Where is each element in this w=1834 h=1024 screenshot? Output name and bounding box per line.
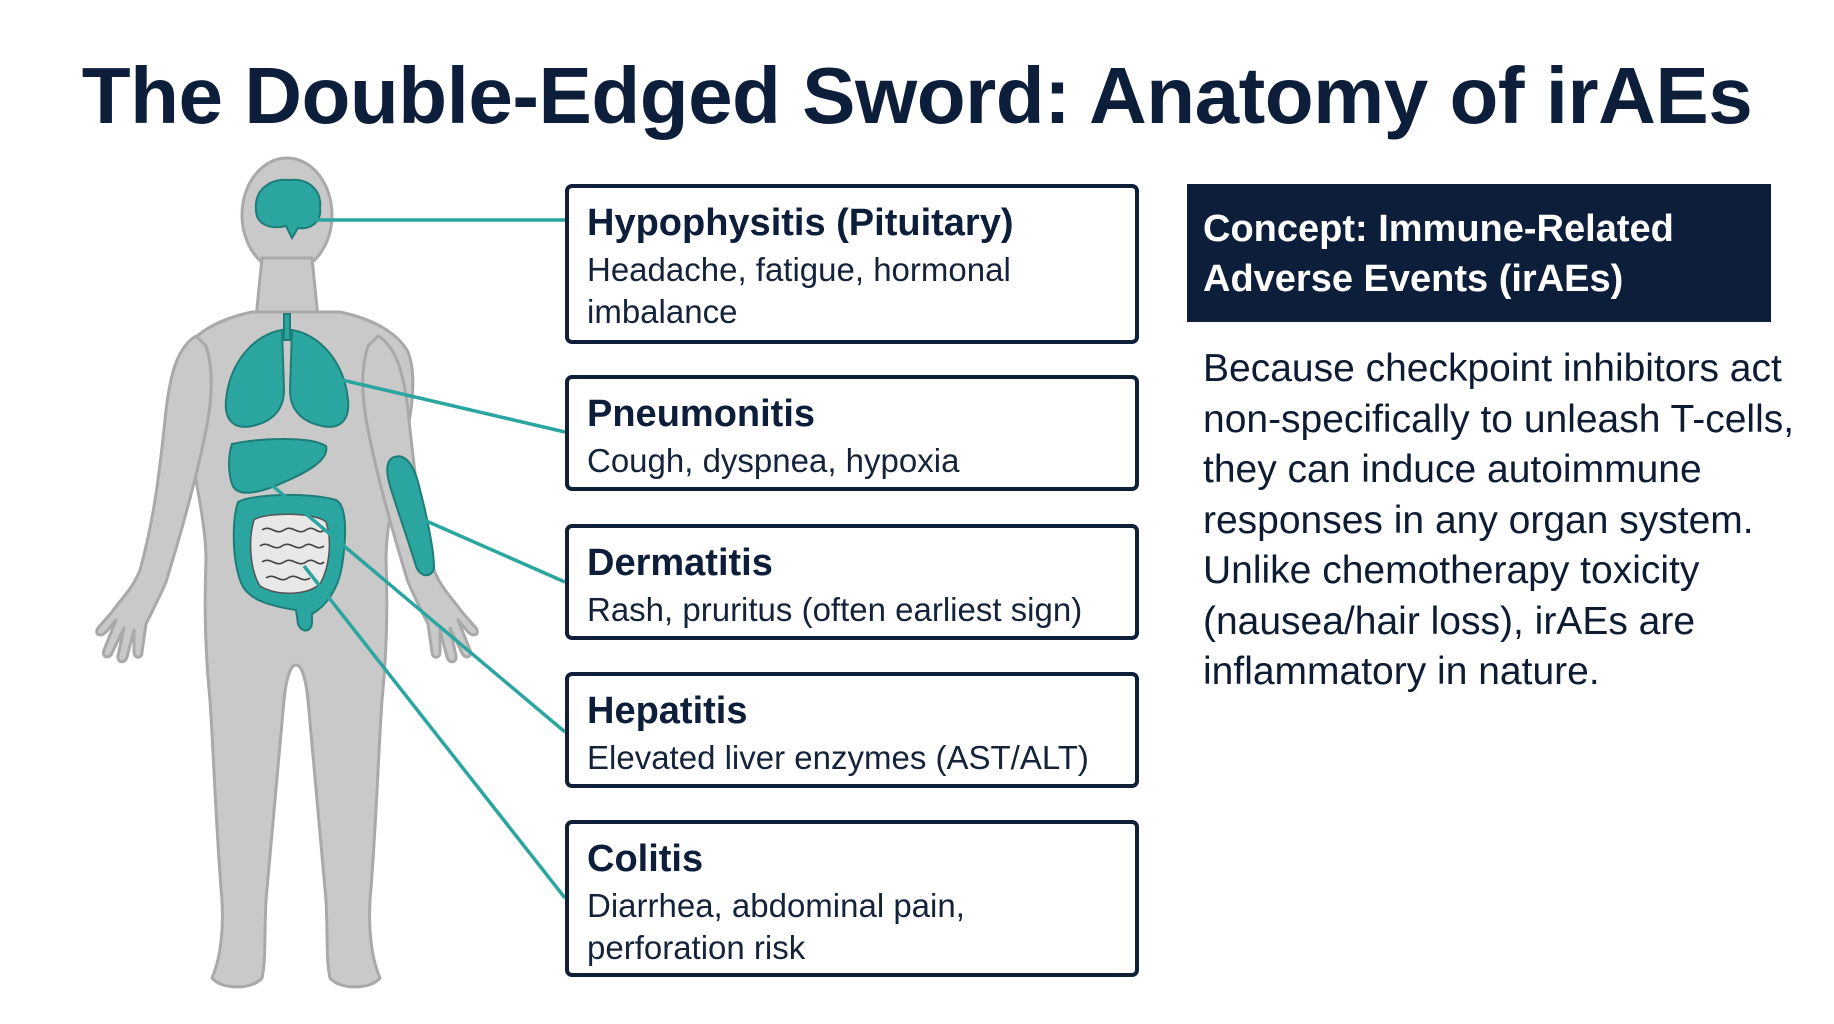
concept-text: Because checkpoint inhibitors act non-sp…: [1203, 344, 1803, 698]
organ-name: Dermatitis: [587, 542, 773, 584]
organ-name: Pneumonitis: [587, 393, 816, 435]
organ-description: Headache, fatigue, hormonal imbalance: [587, 251, 1011, 330]
organ-description: Cough, dyspnea, hypoxia: [587, 442, 960, 479]
connector-pneumonitis: [341, 378, 566, 434]
left-lung-icon: [224, 328, 286, 428]
trachea: [283, 313, 291, 341]
organ-card-hepatitis: Hepatitis Elevated liver enzymes (AST/AL…: [565, 672, 1139, 788]
organ-card-hypophysitis: Hypophysitis (Pituitary) Headache, fatig…: [565, 184, 1139, 344]
organ-name: Hypophysitis (Pituitary): [587, 202, 1014, 244]
neck: [254, 256, 320, 320]
left-arm: [95, 334, 213, 664]
concept-paragraph-1: Because checkpoint inhibitors act non-sp…: [1203, 347, 1795, 542]
right-lung-icon: [288, 328, 350, 428]
organ-description: Rash, pruritus (often earliest sign): [587, 591, 1083, 628]
organ-card-pneumonitis: Pneumonitis Cough, dyspnea, hypoxia: [565, 375, 1139, 491]
intestine-coils: [259, 527, 325, 581]
concept-header: Concept: Immune-Related Adverse Events (…: [1187, 184, 1771, 322]
organ-name: Hepatitis: [587, 690, 748, 732]
skin-rash-icon: [386, 455, 436, 577]
concept-paragraph-2: Unlike chemotherapy toxicity (nausea/hai…: [1203, 549, 1700, 693]
page-title: The Double-Edged Sword: Anatomy of irAEs: [81, 51, 1753, 140]
liver-icon: [228, 438, 328, 494]
organ-description: Elevated liver enzymes (AST/ALT): [587, 739, 1089, 776]
connector-colitis: [302, 564, 567, 900]
connector-dermatitis: [423, 518, 566, 584]
organ-card-dermatitis: Dermatitis Rash, pruritus (often earlies…: [565, 524, 1139, 640]
connector-hepatitis: [266, 480, 567, 734]
organ-name: Colitis: [587, 838, 704, 880]
brain-icon: [254, 178, 322, 241]
organ-description: Diarrhea, abdominal pain, perforation ri…: [587, 887, 965, 966]
connector-lines: [266, 218, 567, 900]
organ-card-colitis: Colitis Diarrhea, abdominal pain, perfor…: [565, 820, 1139, 977]
